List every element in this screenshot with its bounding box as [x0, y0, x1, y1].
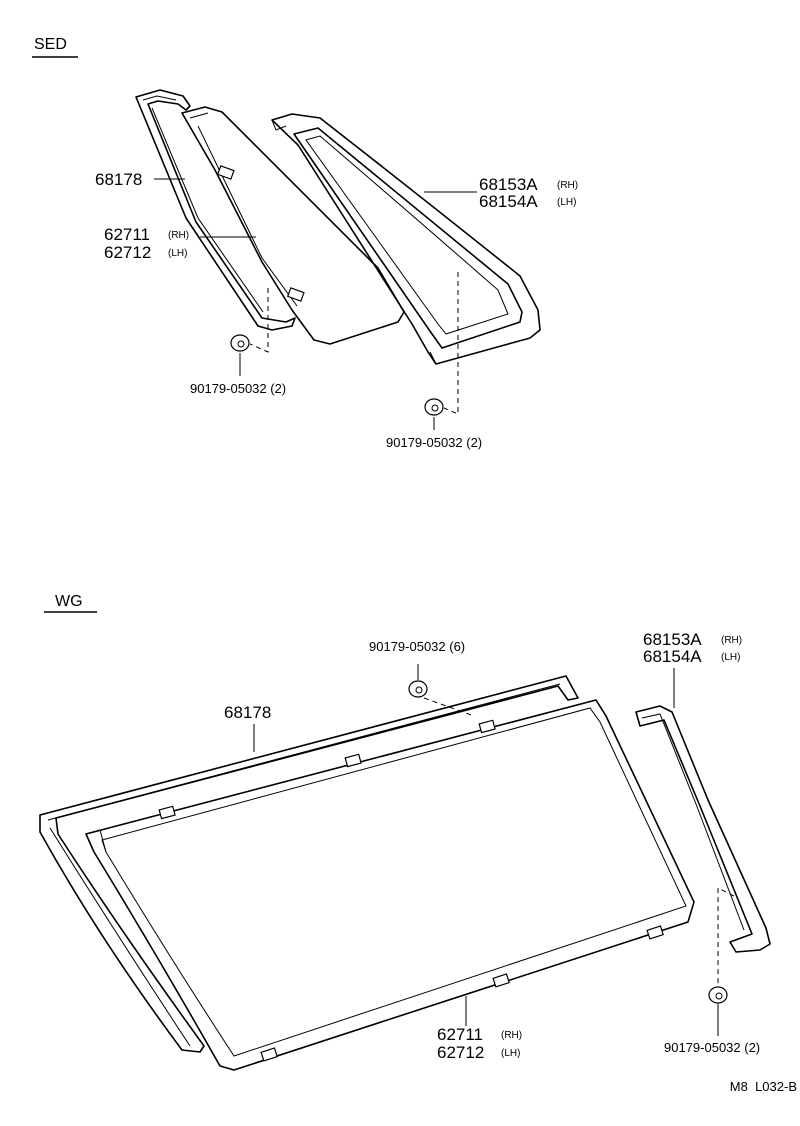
wg-clip-top [408, 664, 475, 717]
sed-molding-part [135, 89, 296, 331]
wg-weatherstrip-part [635, 705, 771, 953]
sed-label-glass-lh-side: (LH) [168, 248, 187, 259]
wg-label-weatherstrip-rh-side: (RH) [721, 635, 742, 646]
sed-clip-right [424, 272, 459, 430]
sed-label-weatherstrip-rh: 68153A [479, 175, 538, 194]
wg-label-glass-rh-side: (RH) [501, 1030, 522, 1041]
wg-clip-bottom [708, 887, 735, 1036]
sed-section-title: SED [34, 36, 67, 53]
wg-label-glass-lh: 62712 [437, 1043, 484, 1062]
sed-weatherstrip-part [271, 113, 541, 365]
wg-label-clip-bottom: 90179-05032 (2) [664, 1040, 760, 1055]
sed-label-glass-rh-side: (RH) [168, 230, 189, 241]
sed-label-weatherstrip-lh-side: (LH) [557, 197, 576, 208]
wg-label-clip-top: 90179-05032 (6) [369, 639, 465, 654]
sed-label-weatherstrip-lh: 68154A [479, 192, 538, 211]
wg-window-glass-part [85, 699, 695, 1071]
wg-section: WG [39, 593, 771, 1071]
wg-section-title: WG [55, 593, 83, 610]
wg-label-glass-lh-side: (LH) [501, 1048, 520, 1059]
sed-label-clip-left: 90179-05032 (2) [190, 381, 286, 396]
wg-molding-part [39, 675, 579, 1053]
wg-label-molding: 68178 [224, 703, 271, 722]
sed-label-glass-rh: 62711 [104, 225, 150, 244]
sed-label-clip-right: 90179-05032 (2) [386, 435, 482, 450]
wg-label-weatherstrip-rh: 68153A [643, 630, 702, 649]
wg-label-weatherstrip-lh: 68154A [643, 647, 702, 666]
sed-label-molding: 68178 [95, 170, 142, 189]
sed-section: SED [32, 36, 578, 450]
wg-label-weatherstrip-lh-side: (LH) [721, 652, 740, 663]
wg-label-glass-rh: 62711 [437, 1025, 483, 1044]
diagram-code: M8 L032-B [730, 1079, 797, 1094]
sed-label-weatherstrip-rh-side: (RH) [557, 180, 578, 191]
sed-clip-left [230, 288, 269, 376]
sed-label-glass-lh: 62712 [104, 243, 151, 262]
sed-quarter-glass-part [181, 106, 405, 345]
